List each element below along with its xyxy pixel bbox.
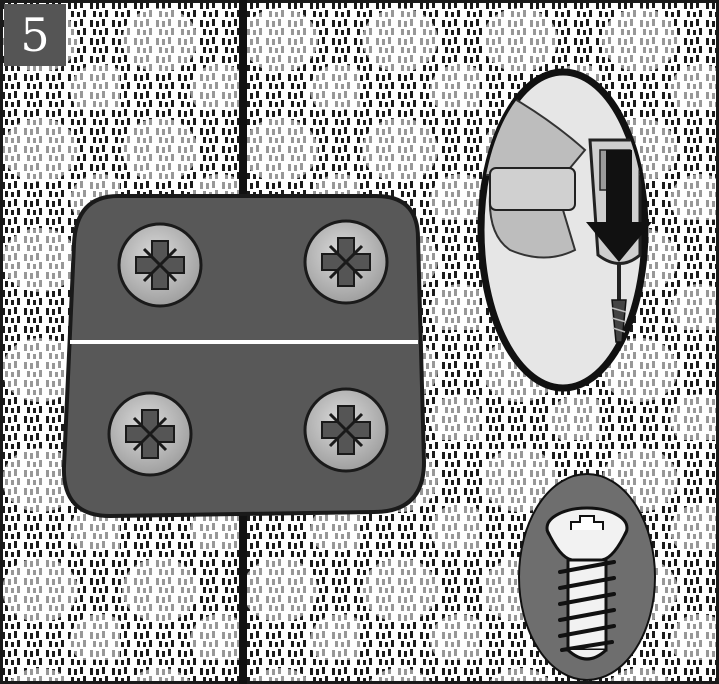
down-arrow-icon bbox=[586, 150, 652, 262]
screw-head-icon bbox=[303, 387, 389, 473]
drill-detail-icon bbox=[477, 68, 652, 392]
screw-head-icon bbox=[117, 222, 203, 308]
screw-head-icon bbox=[303, 219, 389, 305]
screw-head-icon bbox=[107, 391, 193, 477]
step-number-badge: 5 bbox=[4, 4, 66, 66]
screw-detail-icon bbox=[518, 473, 656, 681]
